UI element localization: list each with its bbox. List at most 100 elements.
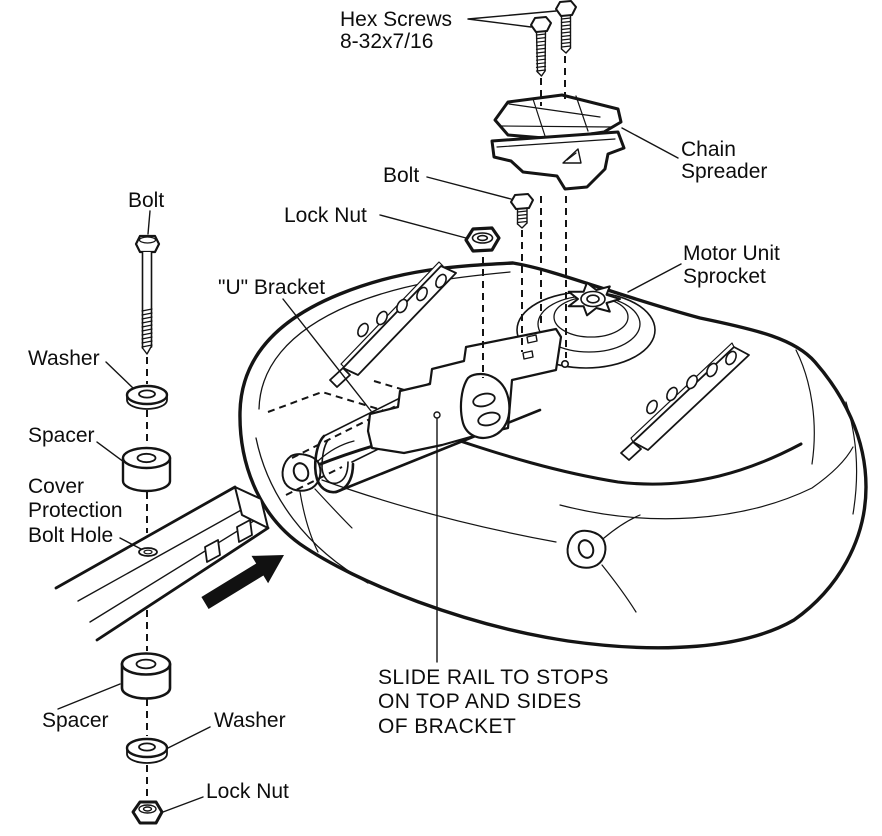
rail-end-face: [234, 486, 269, 529]
washer-rim: [126, 394, 168, 410]
spacer-top: [120, 652, 172, 676]
bracket-boss-hole: [477, 411, 501, 427]
chain-spreader: [490, 93, 626, 191]
leader-bolt-top: [426, 176, 512, 200]
rail: [54, 485, 270, 642]
leader-spacer-left: [96, 441, 125, 463]
flange-face: [632, 346, 750, 451]
right-mounting-flange: [620, 342, 750, 461]
label-u-bracket: "U" Bracket: [218, 276, 325, 299]
label-instruction-line1: SLIDE RAIL TO STOPS: [378, 666, 609, 689]
labels: Hex Screws 8-32x7/16 Chain Spreader Bolt…: [28, 8, 780, 803]
leader-bolt-left: [147, 210, 151, 235]
leader-lines: [57, 10, 682, 813]
washer-hole: [138, 742, 156, 752]
spacer-hole: [135, 658, 157, 670]
motor-unit-housing: [238, 261, 868, 650]
motor-unit-sprocket: [516, 281, 656, 369]
rail-slot: [236, 519, 253, 543]
label-cover-line2: Protection: [28, 499, 123, 522]
label-lock-nut-top: Lock Nut: [284, 204, 367, 227]
flange-gusset: [620, 441, 642, 461]
foot-hole: [292, 462, 310, 482]
bolt-threads: [141, 308, 153, 348]
label-chain-spreader-line1: Chain: [681, 138, 736, 161]
screw-tip: [560, 47, 572, 54]
washer-bottom-part: [125, 737, 169, 764]
screw-tip: [536, 70, 546, 77]
cover-protection-bolt-hole-inner: [143, 549, 153, 555]
housing-top-inner-contour: [258, 271, 511, 410]
housing-front-seam: [559, 446, 854, 520]
bolt-threads: [516, 210, 528, 224]
housing-left-seam: [255, 437, 369, 584]
bolt-tip: [141, 345, 153, 355]
bracket-boss-hole: [472, 392, 496, 408]
washer-rim: [126, 747, 168, 764]
spreader-guide-notch: [562, 148, 582, 164]
alignment-dashed-lines: [146, 56, 567, 798]
label-bolt-left: Bolt: [128, 189, 164, 212]
label-spacer-left: Spacer: [28, 424, 95, 447]
foot-hole: [577, 539, 595, 559]
hex-screw-left: [530, 16, 552, 77]
leader-spacer-bottom: [57, 683, 121, 710]
leader-u-bracket: [282, 298, 372, 412]
left-mounting-flange: [329, 261, 457, 388]
bolt-tip: [516, 222, 528, 229]
leader-washer-bottom: [167, 726, 211, 749]
channel-u-end-inner: [321, 439, 349, 485]
channel-u-end-outer: [313, 434, 355, 494]
bolt-head: [510, 193, 534, 210]
bolt-head-top: [138, 236, 157, 244]
flange-hole: [646, 399, 658, 415]
nut-hole: [476, 234, 489, 242]
lock-nut-top-part: [464, 226, 501, 253]
label-lock-nut-bottom: Lock Nut: [206, 780, 289, 803]
label-motor-unit-line2: Sprocket: [683, 265, 766, 288]
lock-nut-bottom-part: [131, 800, 164, 825]
washer-left-part: [125, 384, 169, 410]
label-spacer-bottom: Spacer: [42, 709, 109, 732]
label-cover-line1: Cover: [28, 475, 84, 498]
flange-hole: [396, 298, 408, 314]
label-instruction-line3: OF BRACKET: [378, 715, 516, 738]
bracket-screw-slot: [522, 350, 534, 360]
leader-lock-nut-top: [379, 214, 467, 239]
spacer-hole: [136, 452, 157, 464]
label-washer-left: Washer: [28, 347, 100, 370]
hidden-rail-path-2: [285, 466, 343, 496]
foot-seam: [299, 491, 319, 553]
spreader-lower-seam: [496, 138, 616, 148]
spreader-guide-hatch: [566, 152, 577, 161]
label-motor-unit-line1: Motor Unit: [683, 242, 780, 265]
leader-slide-rail-origin: [433, 411, 441, 419]
bolt-head: [134, 234, 161, 254]
sprocket-hub: [580, 290, 606, 308]
washer-face: [125, 737, 169, 759]
housing-front-seam-left: [321, 479, 557, 543]
screw-threads: [560, 17, 572, 48]
leader-cover-hole: [119, 537, 142, 550]
cover-protection-bolt-hole: [138, 547, 158, 557]
nut-outline: [464, 226, 501, 253]
rail-front-seam: [89, 513, 266, 623]
bracket-screw-slot: [526, 334, 538, 344]
rail-bottom-edge: [95, 526, 270, 642]
label-chain-spreader-line2: Spreader: [681, 160, 767, 183]
sprocket-center-hole: [586, 294, 600, 304]
spacer-top: [121, 446, 172, 470]
bolt-top-part: [510, 193, 534, 229]
leader-lock-nut-bottom: [162, 796, 204, 813]
slide-direction-arrow-icon: [201, 555, 284, 609]
flange-hole: [376, 310, 388, 326]
spreader-grid: [499, 95, 613, 137]
bolt-left-part: [134, 234, 161, 355]
leader-hex-screws: [467, 10, 557, 28]
spreader-lower-slab: [490, 130, 626, 191]
flange-hole: [706, 362, 718, 378]
leader-washer-left: [105, 361, 134, 389]
housing-right-panel-line: [795, 349, 815, 465]
label-bolt-top: Bolt: [383, 164, 419, 187]
